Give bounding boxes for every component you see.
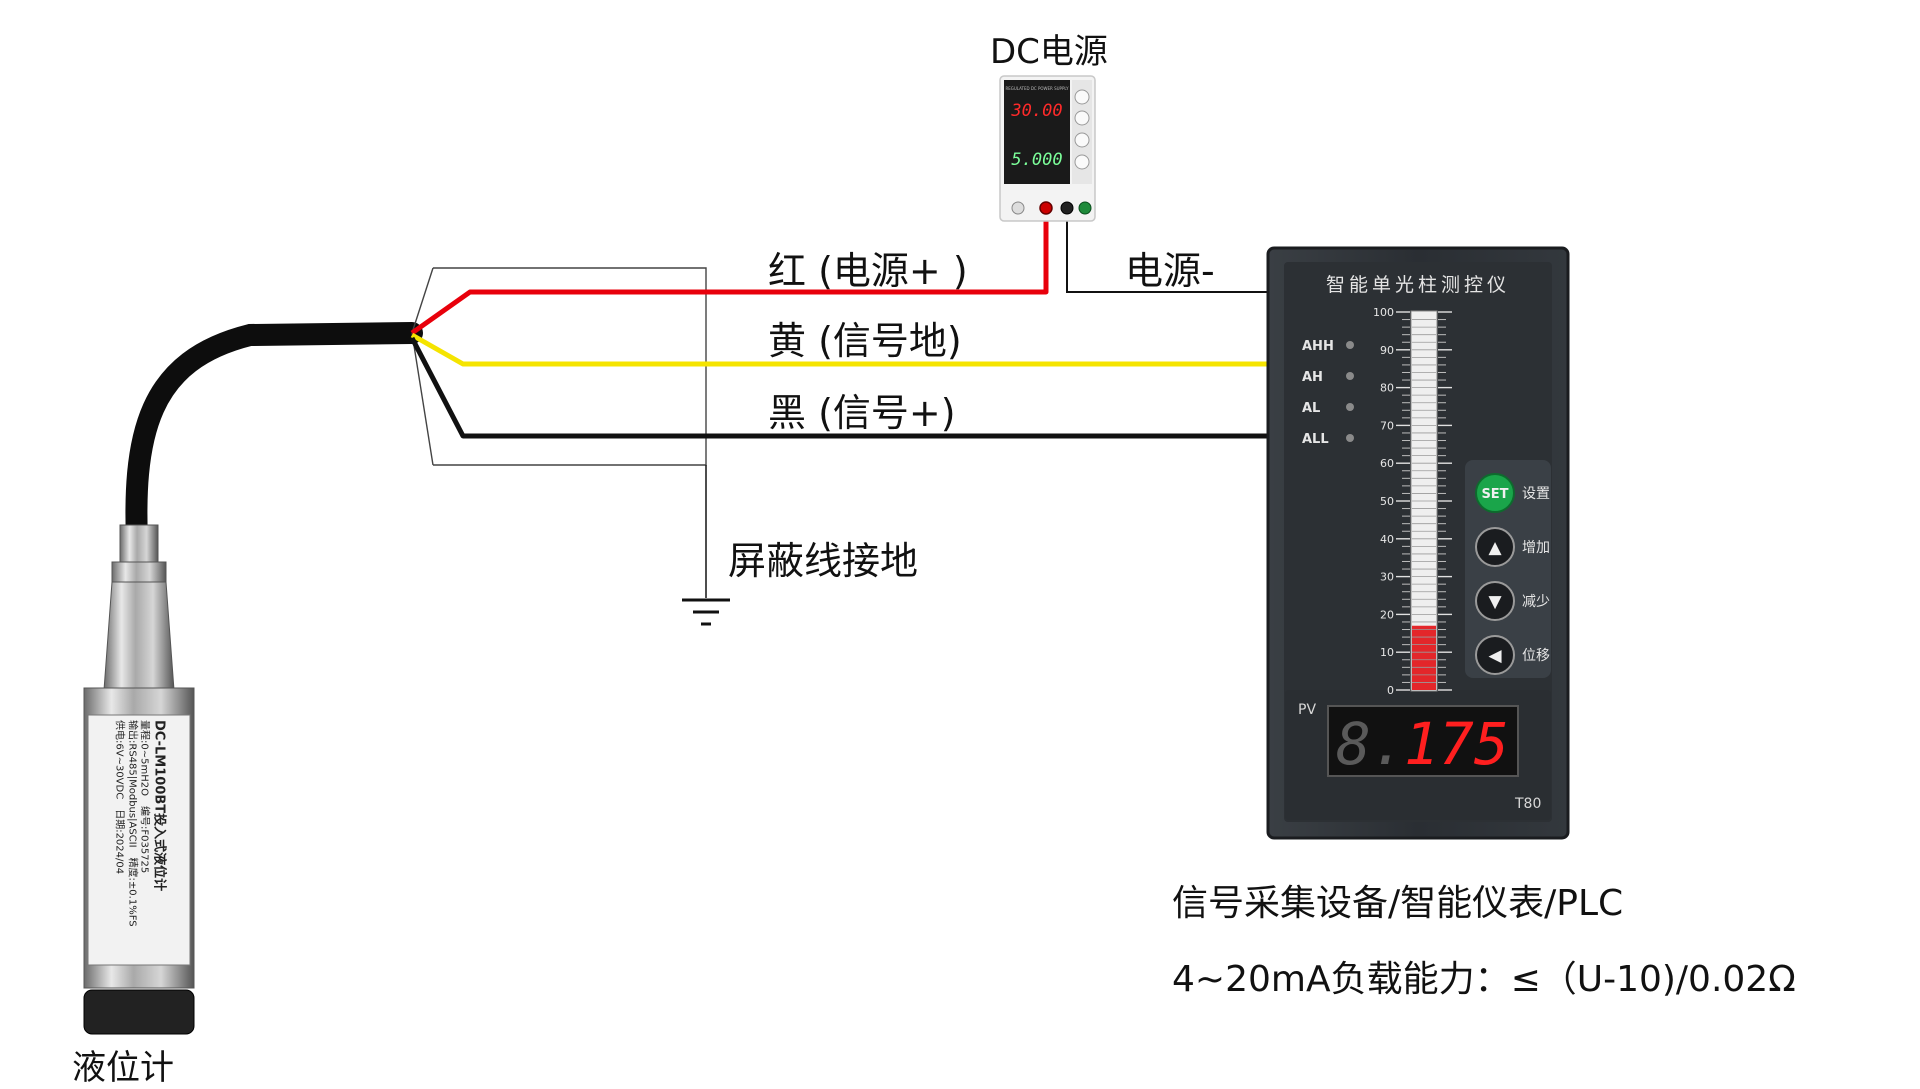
- decrease-button[interactable]: [1475, 581, 1515, 621]
- bar-level-fill: [1412, 625, 1436, 690]
- meter-title: 智能单光柱测控仪: [1325, 274, 1510, 296]
- set-button-label: 设置: [1522, 486, 1550, 502]
- sensor-supply: 供电:6V~30VDC: [113, 720, 125, 800]
- shield-ground-label: 屏蔽线接地: [728, 539, 919, 583]
- shift-button-glyph: ◀: [1488, 646, 1502, 666]
- set-button-glyph: SET: [1481, 487, 1508, 502]
- scale-tick-label: 10: [1380, 646, 1394, 659]
- receiver-label: 信号采集设备/智能仪表/PLC: [1172, 883, 1624, 924]
- level-transmitter: [83, 524, 195, 1035]
- alarm-led-ah: [1346, 372, 1354, 380]
- psu-current-display: 5.000: [1011, 150, 1062, 170]
- scale-tick-label: 70: [1380, 419, 1394, 432]
- decrease-button-glyph: ▼: [1488, 592, 1502, 612]
- scale-tick-label: 20: [1380, 608, 1394, 621]
- scale-tick-label: 40: [1380, 533, 1394, 546]
- black-wire: [409, 336, 1268, 439]
- set-button[interactable]: [1475, 473, 1515, 513]
- dc-power-label: DC电源: [990, 32, 1108, 72]
- alarm-led-ahh: [1346, 341, 1354, 349]
- increase-button-label: 增加: [1522, 540, 1550, 556]
- sensor-cable: [125, 322, 423, 571]
- meter-pv-label: PV: [1298, 702, 1317, 718]
- shift-button[interactable]: [1475, 635, 1515, 675]
- pv-unlit-digits: 8.: [1336, 710, 1406, 778]
- scale-tick-label: 100: [1373, 306, 1394, 319]
- shift-button-label: 位移: [1522, 648, 1550, 664]
- sensor-serial: 编号:F035725: [138, 805, 150, 874]
- ground-symbol: [682, 598, 730, 626]
- increase-button[interactable]: [1475, 527, 1515, 567]
- alarm-led-al: [1346, 403, 1354, 411]
- psu-voltage-display: 30.00: [1010, 101, 1062, 121]
- pv-value-digits: 175: [1404, 710, 1509, 778]
- power-minus-wire: [1066, 208, 1315, 293]
- transmitter-label: 液位计: [72, 1048, 174, 1088]
- scale-tick-label: 90: [1380, 344, 1394, 357]
- sensor-range: 量程:0~5mH2O: [138, 720, 150, 796]
- scale-tick-label: 30: [1380, 571, 1394, 584]
- black-wire-label: 黑 (信号+): [768, 391, 956, 435]
- red-wire-label: 红 (电源+ ): [768, 249, 968, 293]
- sensor-model: DC-LM100BT投入式液位计: [151, 720, 167, 892]
- red-wire: [410, 208, 1049, 336]
- alarm-label-al: AL: [1302, 401, 1320, 416]
- scale-tick-label: 80: [1380, 382, 1394, 395]
- scale-tick-label: 60: [1380, 457, 1394, 470]
- scale-tick-label: 0: [1387, 684, 1394, 697]
- power-minus-label: 电源-: [1125, 249, 1215, 293]
- psu-header: REGULATED DC POWER SUPPLY: [1005, 86, 1069, 91]
- alarm-label-ahh: AHH: [1302, 339, 1334, 354]
- meter-model: T80: [1515, 796, 1542, 812]
- scale-tick-label: 50: [1380, 495, 1394, 508]
- yellow-wire-label: 黄 (信号地): [768, 319, 962, 363]
- shield-outline-upper: [411, 267, 434, 334]
- dc-power-supply: REGULATED DC POWER SUPPLY 30.00 5.000: [999, 75, 1096, 222]
- alarm-led-all: [1346, 434, 1354, 442]
- shield-outline-lower: [411, 332, 434, 466]
- sensor-accuracy: 精度:±0.1%FS: [126, 857, 138, 927]
- alarm-label-all: ALL: [1302, 432, 1329, 447]
- load-capacity-label: 4~20mA负载能力：≤（U-10)/0.02Ω: [1172, 959, 1796, 1000]
- alarm-label-ah: AH: [1302, 370, 1323, 385]
- sensor-date: 日期:2024/04: [113, 809, 125, 875]
- increase-button-glyph: ▲: [1488, 538, 1502, 558]
- sensor-label: DC-LM100BT投入式液位计 量程:0~5mH2O 编号:F035725 输…: [88, 715, 190, 965]
- yellow-wire: [410, 332, 1268, 367]
- sensor-output: 输出:RS485|Modbus|ASCII: [126, 720, 138, 848]
- decrease-button-label: 减少: [1522, 594, 1550, 610]
